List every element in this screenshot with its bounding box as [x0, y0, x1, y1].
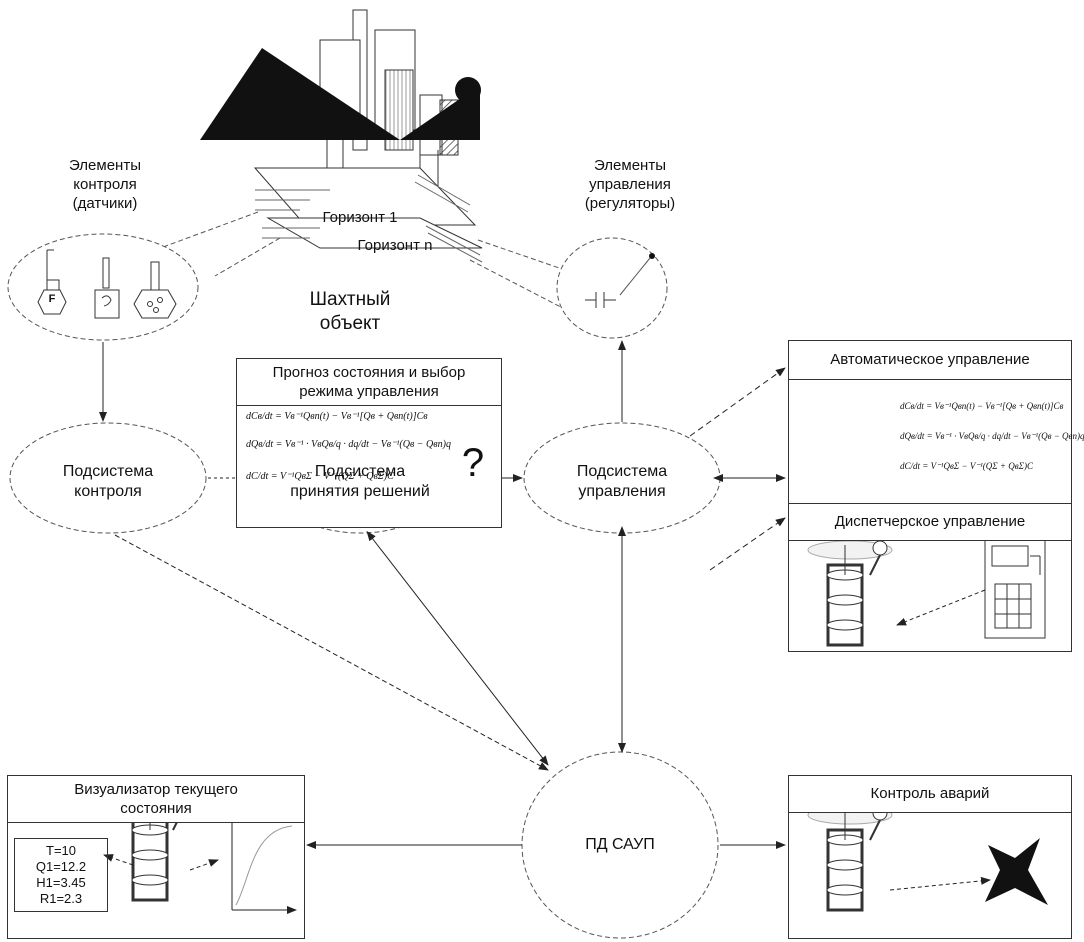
control-subsystem-ellipse: [9, 422, 207, 534]
horizon-n-label: Горизонт n: [357, 237, 433, 254]
automatic-equation-2: dQв/dt = Vв⁻¹ · VвQв/q · dq/dt − Vв⁻¹(Qв…: [900, 431, 1084, 441]
alarm-control-title: Контроль аварий: [789, 776, 1071, 813]
alarm-star-icon: [985, 838, 1048, 905]
horizon-1-label: Горизонт 1: [322, 209, 398, 226]
dispatch-control-title: Диспетчерское управление: [789, 504, 1071, 541]
dispatch-well-illustration: [807, 540, 893, 647]
automatic-equation-3: dC/dt = V⁻¹QвΣ − V⁻¹(QΣ + QвΣ)C: [900, 461, 1033, 471]
core-label: ПД САУП: [585, 836, 655, 853]
question-mark: ?: [461, 441, 485, 485]
automatic-control-box: Автоматическое управление: [788, 340, 1072, 514]
sensor-icons: [37, 249, 177, 319]
forecast-equation-2: dQв/dt = Vв⁻¹ · VвQв/q · dq/dt − Vв⁻¹(Qв…: [246, 439, 451, 450]
automatic-equation-1: dCв/dt = Vв⁻¹Qвп(t) − Vв⁻¹[Qв + Qвп(t)]C…: [900, 401, 1064, 411]
sensor-f-label: F: [48, 293, 56, 305]
mine-object-illustration: [200, 9, 483, 263]
forecast-equation-1: dCв/dt = Vв⁻¹Qвп(t) − Vв⁻¹[Qв + Qвп(t)]C…: [246, 411, 428, 422]
regulators-ellipse: [556, 237, 668, 339]
flow-arrows: [99, 340, 786, 849]
automatic-control-title: Автоматическое управление: [789, 341, 1071, 380]
forecast-equation-3: dC/dt = V⁻¹QвΣ − V⁻¹(QΣ + QвΣ)C: [246, 471, 394, 482]
visualizer-stats: T=10 Q1=12.2 H1=3.45 R1=2.3: [14, 838, 108, 912]
alarm-control-box: Контроль аварий: [788, 775, 1072, 939]
dispatch-control-box: Диспетчерское управление: [788, 503, 1072, 652]
